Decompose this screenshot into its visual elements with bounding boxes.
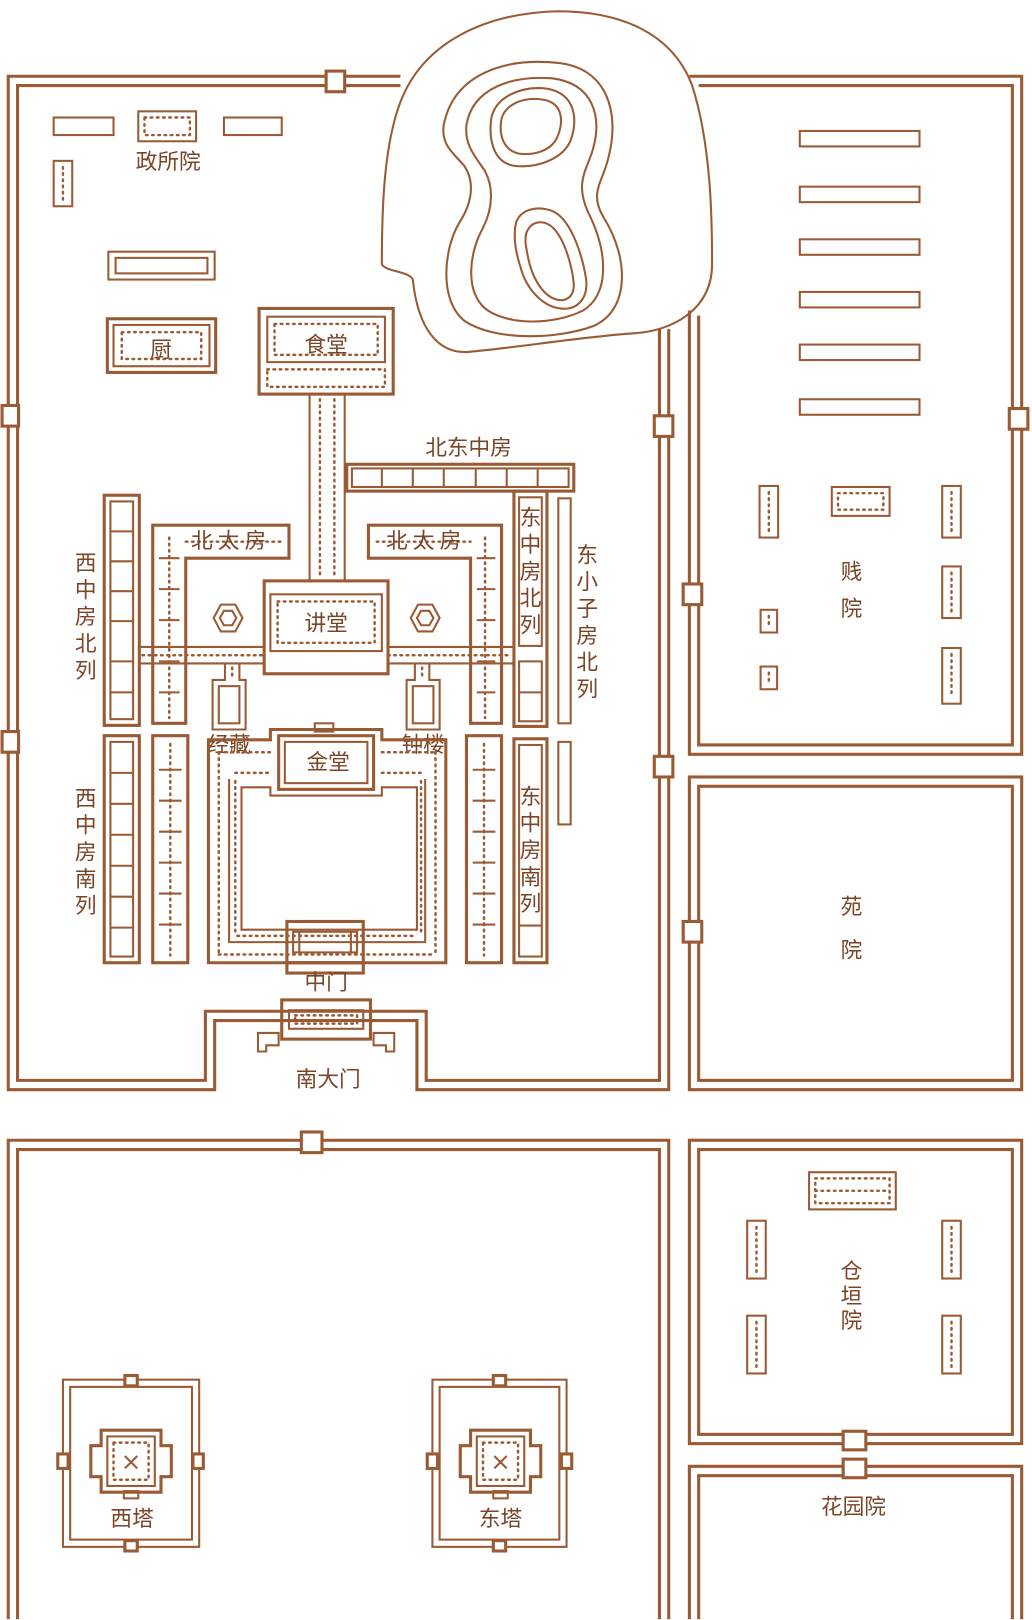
- long-hall-building: [107, 250, 216, 281]
- label-dongzhongfang-bei-4: 北: [520, 587, 542, 612]
- label-xita: 西塔: [110, 1507, 154, 1532]
- label-dongxiaozifang-bei-5: 北: [576, 651, 598, 676]
- west-gate-marker: [0, 403, 21, 428]
- label-xizhongfang-nan-4: 南: [75, 867, 97, 892]
- lowly-court: 贱院: [681, 74, 1030, 756]
- west-pagoda: 西塔: [56, 1373, 205, 1553]
- label-zhonglou: 钟楼: [401, 733, 444, 758]
- label-nandamen: 南大门: [296, 1068, 361, 1093]
- main-compound-wall: [0, 69, 675, 1092]
- golden-hall-cloister: [206, 722, 448, 965]
- west-middle-dorm-north-outer: 西中房北列: [75, 493, 141, 727]
- label-cangyuanyuan-1: 仓: [841, 1260, 863, 1285]
- east-gate-marker: [652, 414, 675, 438]
- golden-hall-building: 金堂: [277, 734, 376, 791]
- label-xizhongfang-bei-4: 北: [75, 632, 97, 657]
- label-xizhongfang-nan-5: 列: [75, 894, 97, 919]
- label-zhengsuoyuan: 政所院: [136, 150, 201, 175]
- label-shitang: 食堂: [304, 333, 347, 358]
- label-dongxiaozifang-bei-3: 子: [576, 597, 598, 622]
- label-xizhongfang-bei: 西中房北列: [75, 552, 97, 684]
- flower-garden-court: 花园院: [687, 1457, 1024, 1620]
- west-hexagon-pavilion: [212, 603, 244, 633]
- label-jianyuan-2: 院: [841, 597, 863, 622]
- east-inner-south-row: [464, 734, 504, 965]
- label-dongzhongfang-bei-2: 中: [520, 533, 542, 558]
- granary-court: 仓垣院: [687, 1138, 1024, 1452]
- east-small-dorm-north: 东小子房北列: [557, 497, 598, 826]
- middle-gate: 中门: [285, 919, 365, 996]
- label-cangyuanyuan: 仓垣院: [841, 1260, 863, 1335]
- label-yuanyuan-1: 苑: [841, 895, 863, 920]
- label-zhongmen: 中门: [304, 971, 347, 996]
- east-north-ring: 北太房: [366, 523, 504, 725]
- kitchen-building: 厨: [105, 317, 218, 374]
- east-middle-dorm-south: 东中房南列: [512, 737, 549, 965]
- servant-quarters-rows: [798, 129, 921, 416]
- south-main-gate: 南大门: [256, 998, 396, 1093]
- label-yuanyuan: 苑院: [841, 895, 863, 963]
- label-dongzhongfang-nan-5: 列: [520, 892, 542, 917]
- label-beitaifang-east: 北太房: [386, 529, 466, 554]
- label-chu: 厨: [150, 338, 172, 363]
- label-dongzhongfang-bei: 东中房北列: [520, 506, 542, 638]
- label-jintang: 金堂: [307, 751, 350, 776]
- label-dongta: 东塔: [479, 1507, 523, 1532]
- label-huayuanyuan: 花园院: [821, 1495, 886, 1520]
- east-middle-dorm-north: 东中房北列: [512, 489, 549, 728]
- label-dongzhongfang-bei-5: 列: [520, 613, 542, 638]
- label-dongzhongfang-nan: 东中房南列: [520, 785, 542, 917]
- label-dongxiaozifang-bei-6: 列: [576, 677, 598, 702]
- label-dongzhongfang-nan-4: 南: [520, 865, 542, 890]
- label-beitaifang-west: 北太房: [191, 529, 271, 554]
- label-dongxiaozifang-bei: 东小子房北列: [576, 543, 598, 702]
- lecture-hall-building: 讲堂: [262, 579, 390, 676]
- central-corridor: [308, 394, 346, 581]
- label-dongzhongfang-nan-2: 中: [520, 812, 542, 837]
- label-dongxiaozifang-bei-4: 房: [576, 624, 598, 649]
- east-hexagon-pavilion: [409, 603, 441, 633]
- label-xizhongfang-nan-3: 房: [75, 841, 97, 866]
- label-dongxiaozifang-bei-2: 小: [576, 570, 598, 595]
- east-gate-marker: [652, 754, 675, 779]
- label-xizhongfang-bei-5: 列: [75, 659, 97, 684]
- garden-court: 苑院: [681, 775, 1024, 1092]
- label-dongzhongfang-nan-1: 东: [520, 785, 542, 810]
- label-xizhongfang-bei-2: 中: [75, 578, 97, 603]
- administrative-court: 政所院: [52, 110, 283, 208]
- bell-tower: 钟楼: [401, 663, 445, 758]
- east-pagoda: 东塔: [425, 1373, 574, 1553]
- east-west-corridor: [139, 645, 514, 665]
- label-jiangtang: 讲堂: [304, 611, 347, 636]
- label-xizhongfang-nan: 西中房南列: [75, 787, 97, 919]
- label-xizhongfang-bei-3: 房: [75, 605, 97, 630]
- label-dongxiaozifang-bei-1: 东: [576, 543, 598, 568]
- label-jianyuan: 贱院: [841, 560, 863, 622]
- hill-pond: [380, 10, 714, 353]
- label-xizhongfang-nan-1: 西: [75, 787, 97, 812]
- pagoda-court: 西塔 东塔: [6, 1130, 671, 1620]
- label-yuanyuan-2: 院: [841, 939, 863, 964]
- label-dongzhongfang-nan-3: 房: [520, 838, 542, 863]
- west-north-ring: 北太房: [151, 523, 291, 725]
- label-dongzhongfang-bei-3: 房: [520, 560, 542, 585]
- dining-hall-building: 食堂: [257, 306, 395, 396]
- north-gate-marker: [324, 69, 347, 94]
- west-middle-dorm-south-outer: 西中房南列: [75, 734, 141, 965]
- label-xizhongfang-nan-2: 中: [75, 814, 97, 839]
- label-cangyuanyuan-3: 院: [841, 1309, 863, 1334]
- west-inner-south-row: [151, 734, 190, 965]
- label-jingzang: 经藏: [207, 733, 250, 758]
- north-east-middle-dorm: 北东中房: [345, 436, 576, 493]
- label-beidongzhongfang: 北东中房: [425, 436, 512, 461]
- sutra-repository: 经藏: [207, 663, 251, 758]
- label-xizhongfang-bei-1: 西: [75, 552, 97, 577]
- label-cangyuanyuan-2: 垣: [841, 1284, 863, 1309]
- label-dongzhongfang-bei-1: 东: [520, 506, 542, 531]
- label-jianyuan-1: 贱: [841, 560, 863, 585]
- west-gate-marker: [0, 730, 21, 754]
